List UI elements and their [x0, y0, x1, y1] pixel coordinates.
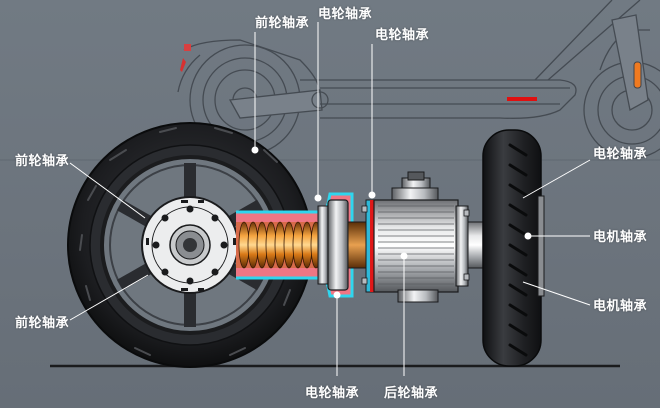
label-bottom-hub-bearing: 电轮轴承 — [305, 386, 360, 401]
tire-tread — [508, 323, 528, 337]
spring-coil-turn — [247, 221, 259, 269]
spring-coil-turn — [238, 221, 250, 269]
label-left-front-bearing-upper: 前轮轴承 — [15, 154, 70, 169]
front-reflector — [633, 61, 642, 89]
rear-wheel — [482, 129, 545, 367]
leader-lines — [69, 22, 591, 376]
spring-coil-turn — [292, 221, 304, 269]
tire-tread — [508, 203, 528, 217]
label-top-hub-bearing-2: 电轮轴承 — [375, 28, 430, 43]
label-left-front-bearing-lower: 前轮轴承 — [15, 316, 70, 331]
tire-tread — [508, 183, 528, 197]
label-right-motor-bearing-2: 电机轴承 — [593, 299, 648, 314]
tire-tread — [508, 223, 528, 237]
tire-tread — [508, 263, 528, 277]
hub-holes — [146, 200, 236, 291]
spring-coil-turn — [301, 221, 313, 269]
label-right-motor-bearing-1: 电机轴承 — [593, 230, 648, 245]
spring-coil — [236, 221, 331, 269]
label-top-hub-bearing-1: 电轮轴承 — [318, 7, 373, 22]
label-bottom-rear-bearing: 后轮轴承 — [384, 386, 439, 401]
spring-coil-turn — [256, 221, 268, 269]
tire-tread — [508, 303, 528, 317]
deck-light — [507, 97, 537, 101]
spring-coil-turn — [265, 221, 277, 269]
hub-bearing-disc — [327, 199, 349, 291]
label-right-hub-bearing: 电轮轴承 — [593, 147, 648, 162]
tire-tread — [508, 343, 528, 357]
tire-tread — [508, 143, 528, 157]
motor — [361, 171, 487, 303]
spring-coil-turn — [283, 221, 295, 269]
rear-reflector — [184, 44, 191, 51]
label-top-front-bearing: 前轮轴承 — [255, 16, 310, 31]
tire-tread — [508, 283, 528, 297]
spring-coil-turn — [274, 221, 286, 269]
tire-tread — [508, 243, 528, 257]
tire-tread — [508, 163, 528, 177]
